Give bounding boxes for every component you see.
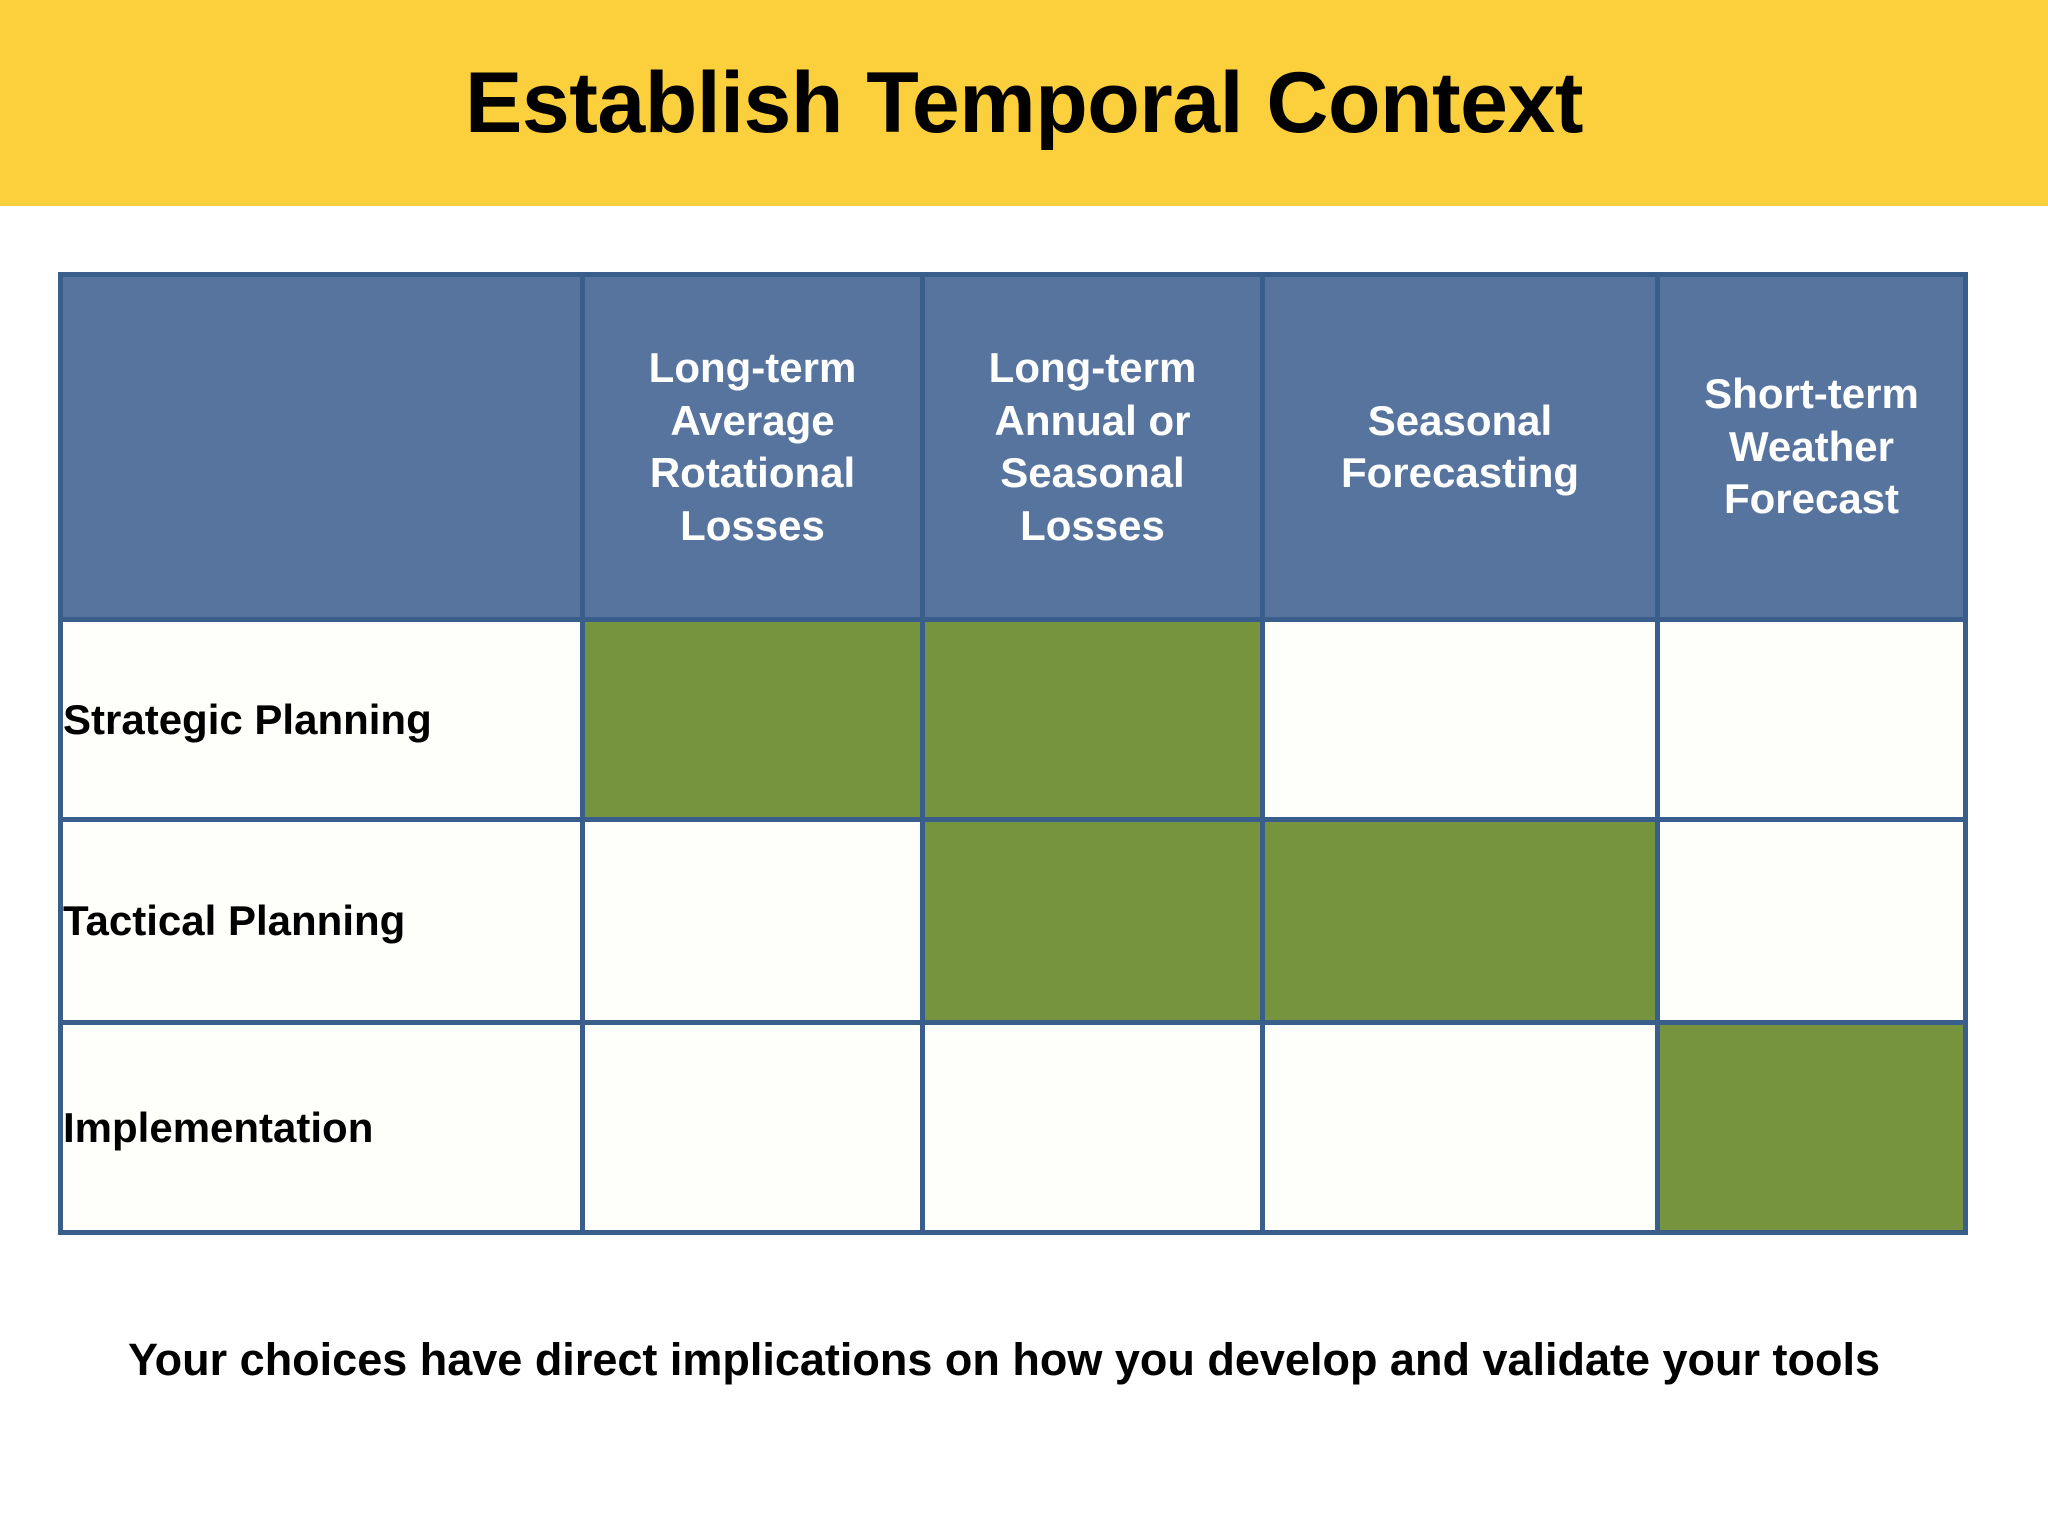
- row-label-implementation: Implementation: [58, 1020, 585, 1235]
- cell-strategic-planning-seasonal-forecasting: [1260, 617, 1660, 822]
- slide-caption: Your choices have direct implications on…: [128, 1334, 1881, 1385]
- column-header-lt-avg-rot-losses: Long-term Average Rotational Losses: [580, 272, 925, 622]
- column-header-short-term-weather-forecast: Short-term Weather Forecast: [1655, 272, 1968, 622]
- row-label-strategic-planning: Strategic Planning: [58, 617, 585, 822]
- table-row: Implementation: [58, 1020, 1968, 1235]
- temporal-context-matrix: Long-term Average Rotational Losses Long…: [58, 272, 1968, 1235]
- matrix-table: Long-term Average Rotational Losses Long…: [58, 272, 1968, 1235]
- matrix-header-row: Long-term Average Rotational Losses Long…: [58, 272, 1968, 622]
- table-row: Strategic Planning: [58, 617, 1968, 822]
- matrix-corner-cell: [58, 272, 585, 622]
- cell-implementation-lt-avg-rot-losses: [580, 1020, 925, 1235]
- cell-tactical-planning-seasonal-forecasting: [1260, 817, 1660, 1025]
- cell-strategic-planning-lt-annual-seasonal-losses: [920, 617, 1265, 822]
- cell-implementation-short-term-weather-forecast: [1655, 1020, 1968, 1235]
- cell-tactical-planning-lt-avg-rot-losses: [580, 817, 925, 1025]
- row-label-tactical-planning: Tactical Planning: [58, 817, 585, 1025]
- cell-tactical-planning-short-term-weather-forecast: [1655, 817, 1968, 1025]
- column-header-lt-annual-seasonal-losses: Long-term Annual or Seasonal Losses: [920, 272, 1265, 622]
- table-row: Tactical Planning: [58, 817, 1968, 1025]
- page-title: Establish Temporal Context: [465, 55, 1583, 151]
- cell-implementation-lt-annual-seasonal-losses: [920, 1020, 1265, 1235]
- column-header-seasonal-forecasting: Seasonal Forecasting: [1260, 272, 1660, 622]
- title-banner: Establish Temporal Context: [0, 0, 2048, 206]
- cell-tactical-planning-lt-annual-seasonal-losses: [920, 817, 1265, 1025]
- cell-strategic-planning-lt-avg-rot-losses: [580, 617, 925, 822]
- cell-implementation-seasonal-forecasting: [1260, 1020, 1660, 1235]
- cell-strategic-planning-short-term-weather-forecast: [1655, 617, 1968, 822]
